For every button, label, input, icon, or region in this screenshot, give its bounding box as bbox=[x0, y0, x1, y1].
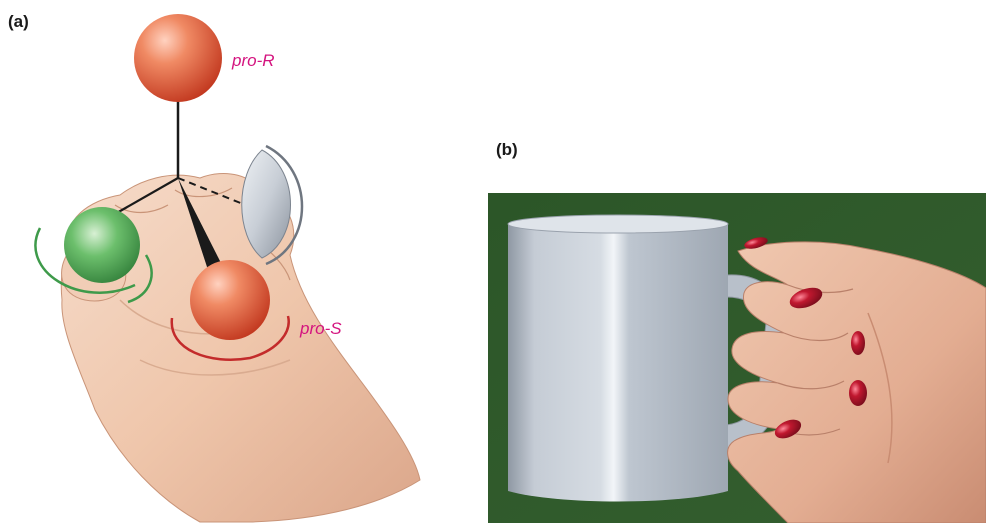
panel-b-label: (b) bbox=[496, 140, 518, 160]
red-atom-pro-r bbox=[134, 14, 222, 102]
hand-molecule-illustration: pro-R pro-S bbox=[0, 0, 470, 523]
mug bbox=[508, 215, 728, 502]
pro-s-label: pro-S bbox=[299, 319, 342, 338]
mug-photo bbox=[488, 193, 986, 523]
pro-r-label: pro-R bbox=[231, 51, 275, 70]
